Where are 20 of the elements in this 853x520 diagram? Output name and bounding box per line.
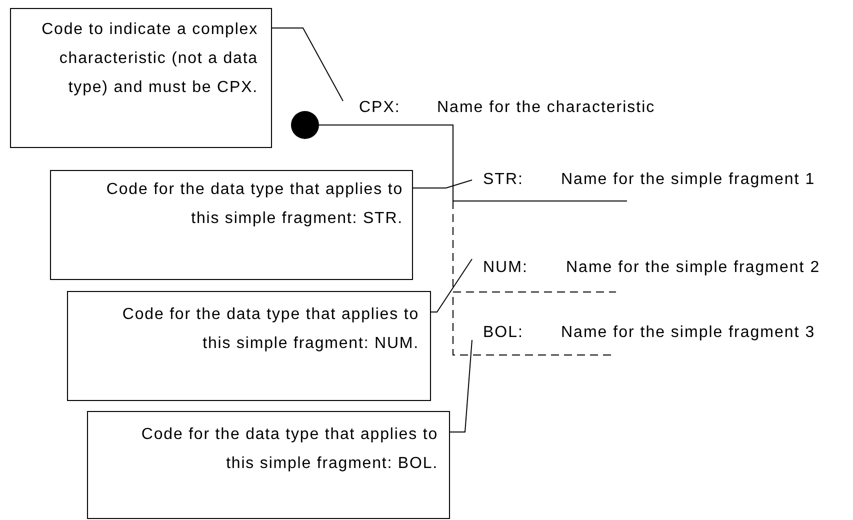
leader-line [450, 340, 472, 432]
callout-box: Code for the data type that applies to this simple fragment: STR. [50, 170, 413, 280]
type-code: CPX: [359, 98, 400, 118]
type-code: STR: [483, 170, 524, 190]
leader-line [412, 180, 472, 188]
type-code: NUM: [483, 258, 528, 278]
type-code: BOL: [483, 323, 524, 343]
fragment-name: Name for the simple fragment 1 [561, 170, 816, 190]
fragment-name: Name for the simple fragment 3 [561, 323, 816, 343]
root-dot [290, 110, 320, 140]
callout-box: Code for the data type that applies to this simple fragment: NUM. [67, 291, 431, 401]
fragment-name: Name for the simple fragment 2 [566, 258, 820, 278]
leader-line [272, 28, 344, 102]
tree-line [318, 124, 346, 126]
tree-line [344, 124, 628, 202]
callout-box: Code for the data type that applies to this simple fragment: BOL. [87, 411, 450, 519]
tree-line [452, 200, 616, 292]
leader-line [430, 258, 472, 312]
callout-box: Code to indicate a complex characteristic (not a data type) and must be CPX. [10, 8, 272, 148]
fragment-name: Name for the characteristic [437, 98, 656, 118]
